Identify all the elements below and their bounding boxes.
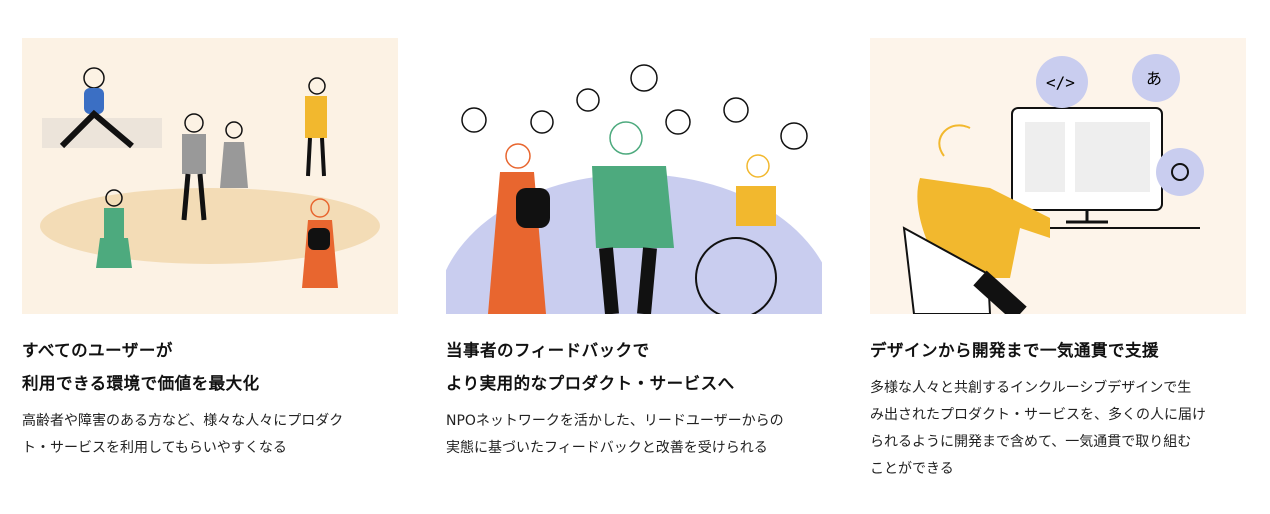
card-description-line: み出されたプロダクト・サービスを、多くの人に届け bbox=[870, 407, 1206, 423]
card-description-line: 高齢者や障害のある方など、様々な人々にプロダク bbox=[22, 413, 344, 429]
illustration-development: </> あ bbox=[870, 38, 1246, 314]
card-description-line: られるように開発まで含めて、一気通貫で取り組む bbox=[870, 434, 1192, 450]
feature-card-feedback: 当事者のフィードバックで より実用的なプロダクト・サービスへ NPOネットワーク… bbox=[446, 38, 822, 462]
svg-text:</>: </> bbox=[1046, 73, 1075, 92]
svg-text:あ: あ bbox=[1146, 69, 1162, 88]
card-title-line: すべてのユーザーが bbox=[22, 341, 173, 360]
feature-card-accessibility: すべてのユーザーが 利用できる環境で価値を最大化 高齢者や障害のある方など、様々… bbox=[22, 38, 398, 462]
card-description-line: 多様な人々と共創するインクルーシブデザインで生 bbox=[870, 380, 1192, 396]
card-title: デザインから開発まで一気通貫で支援 bbox=[870, 334, 1246, 367]
card-description-line: ことができる bbox=[870, 461, 954, 477]
card-description: NPOネットワークを活かした、リードユーザーからの 実態に基づいたフィードバック… bbox=[446, 408, 822, 462]
card-description-line: ト・サービスを利用してもらいやすくなる bbox=[22, 440, 287, 456]
card-title-line: 利用できる環境で価値を最大化 bbox=[22, 374, 260, 393]
card-title-line: デザインから開発まで一気通貫で支援 bbox=[870, 341, 1159, 360]
card-description-line: 実態に基づいたフィードバックと改善を受けられる bbox=[446, 440, 768, 456]
card-title: 当事者のフィードバックで より実用的なプロダクト・サービスへ bbox=[446, 334, 822, 400]
card-title-line: より実用的なプロダクト・サービスへ bbox=[446, 374, 735, 393]
card-description-line: NPOネットワークを活かした、リードユーザーからの bbox=[446, 413, 784, 429]
card-description: 多様な人々と共創するインクルーシブデザインで生 み出されたプロダクト・サービスを… bbox=[870, 375, 1246, 483]
illustration-feedback bbox=[446, 38, 822, 314]
feature-card-development: </> あ デザインから開発まで一気通貫で支援 多様な人々と共創するインクルーシ… bbox=[870, 38, 1246, 483]
card-title: すべてのユーザーが 利用できる環境で価値を最大化 bbox=[22, 334, 398, 400]
illustration-diverse-users bbox=[22, 38, 398, 314]
card-description: 高齢者や障害のある方など、様々な人々にプロダク ト・サービスを利用してもらいやす… bbox=[22, 408, 398, 462]
card-title-line: 当事者のフィードバックで bbox=[446, 341, 650, 360]
